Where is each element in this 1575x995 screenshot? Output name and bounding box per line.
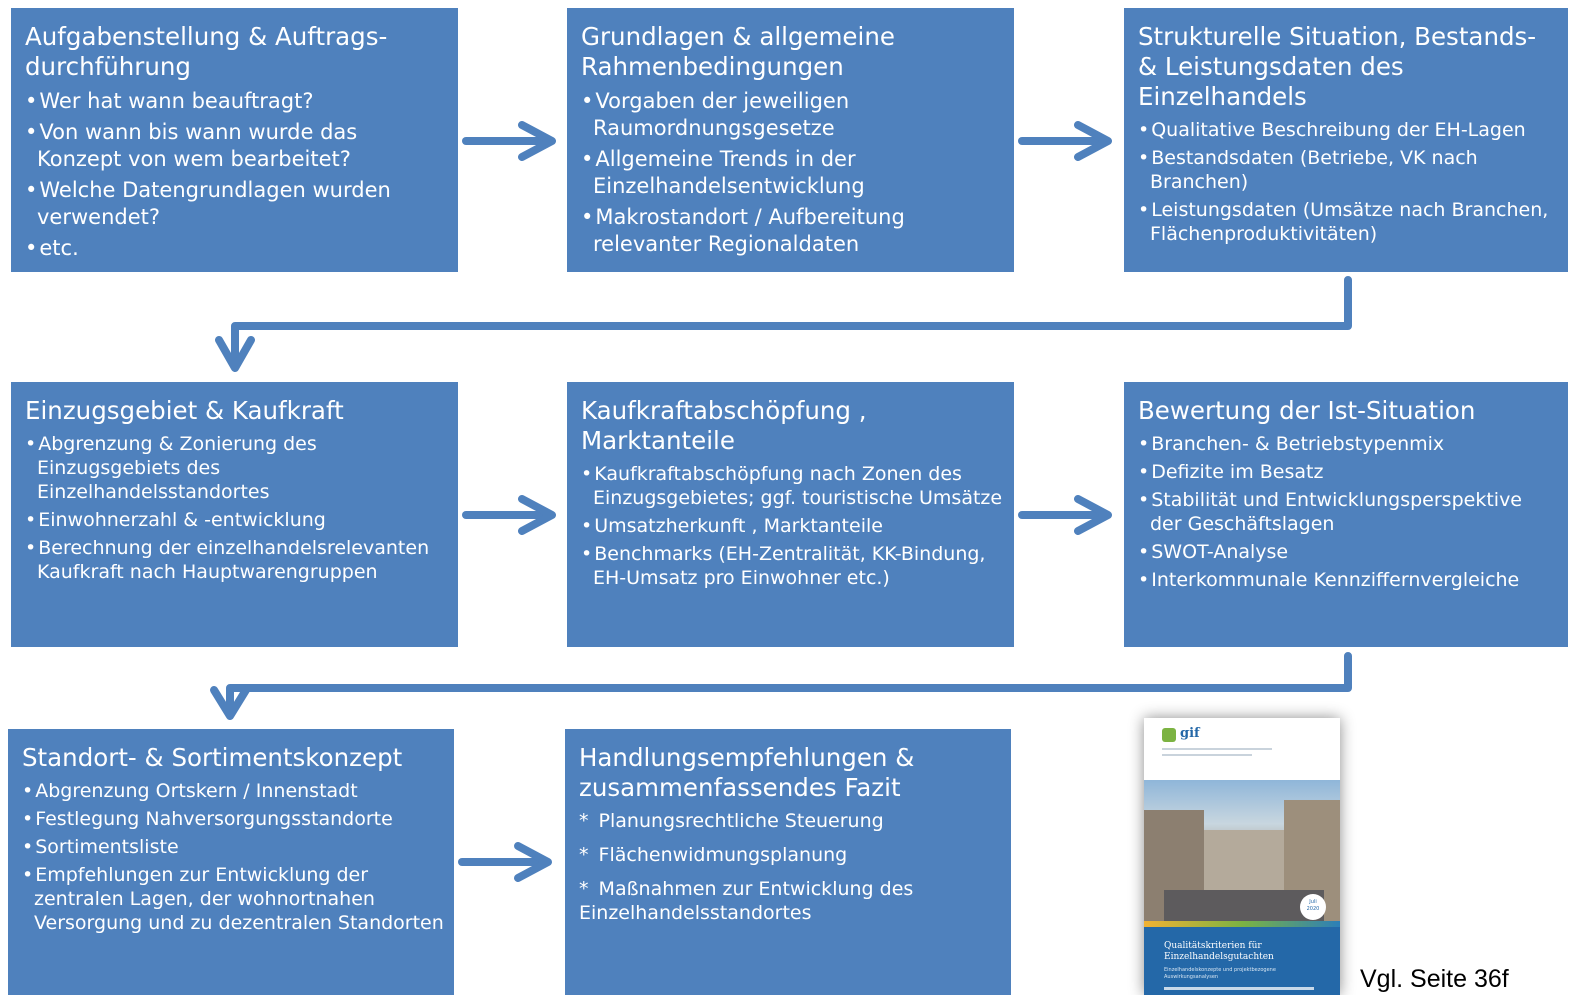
box-list: Qualitative Beschreibung der EH-Lagen Be… (1138, 118, 1558, 246)
list-item: Empfehlungen zur Entwicklung der zentral… (22, 863, 444, 935)
arrow-2-to-3 (1018, 121, 1112, 161)
box-kaufkraftabschoepfung: Kaufkraftabschöpfung , Marktanteile Kauf… (567, 382, 1014, 647)
box-standortkonzept: Standort- & Sortimentskonzept Abgrenzung… (8, 729, 454, 995)
list-item: Leistungsdaten (Umsätze nach Branchen, F… (1138, 198, 1558, 246)
list-item: Benchmarks (EH-Zentralität, KK-Bindung, … (581, 542, 1004, 590)
box-title: Handlungsempfehlungen & zusammenfassende… (579, 743, 915, 802)
box-title: Aufgabenstellung & Auftrags-durchführung (25, 22, 388, 81)
list-item: Berechnung der einzelhandelsrelevanten K… (25, 536, 448, 584)
footnote-reference: Vgl. Seite 36f (1360, 965, 1509, 993)
box-list: Abgrenzung Ortskern / Innenstadt Festleg… (22, 779, 444, 935)
box-title: Bewertung der Ist-Situation (1138, 396, 1476, 425)
arrow-4-to-5 (462, 495, 556, 535)
box-title: Grundlagen & allgemeine Rahmenbedingunge… (581, 22, 895, 81)
list-item: Planungsrechtliche Steuerung (579, 809, 1001, 833)
box-aufgabenstellung: Aufgabenstellung & Auftrags-durchführung… (11, 8, 458, 272)
list-item: Defizite im Besatz (1138, 460, 1558, 484)
list-item: Allgemeine Trends in der Einzelhandelsen… (581, 146, 1004, 200)
box-strukturelle-situation: Strukturelle Situation, Bestands- & Leis… (1124, 8, 1568, 272)
box-title: Einzugsgebiet & Kaufkraft (25, 396, 344, 425)
box-list: Branchen- & Betriebstypenmix Defizite im… (1138, 432, 1558, 592)
list-item: Stabilität und Entwicklungsperspektive d… (1138, 488, 1558, 536)
cover-subtitle: Einzelhandelskonzepte und projektbezogen… (1164, 967, 1276, 980)
list-item: Abgrenzung & Zonierung des Einzugsgebiet… (25, 432, 448, 504)
arrow-3-to-4 (215, 276, 1352, 372)
arrow-7-to-8 (458, 842, 552, 882)
list-item: Bestandsdaten (Betriebe, VK nach Branche… (1138, 146, 1558, 194)
box-title: Kaufkraftabschöpfung , Marktanteile (581, 396, 867, 455)
list-item: Vorgaben der jeweiligen Raumordnungsgese… (581, 88, 1004, 142)
list-item: Branchen- & Betriebstypenmix (1138, 432, 1558, 456)
box-einzugsgebiet: Einzugsgebiet & Kaufkraft Abgrenzung & Z… (11, 382, 458, 647)
gif-logo-icon (1162, 728, 1176, 742)
list-item: Flächenwidmungsplanung (579, 843, 1001, 867)
cover-color-stripe (1144, 921, 1340, 927)
list-item: Einwohnerzahl & -entwicklung (25, 508, 448, 532)
list-item: Sortimentsliste (22, 835, 444, 859)
box-handlungsempfehlungen: Handlungsempfehlungen & zusammenfassende… (565, 729, 1011, 995)
box-grundlagen: Grundlagen & allgemeine Rahmenbedingunge… (567, 8, 1014, 272)
box-bewertung: Bewertung der Ist-Situation Branchen- & … (1124, 382, 1568, 647)
list-item: Wer hat wann beauftragt? (25, 88, 448, 115)
cover-logo-text: gif (1180, 726, 1200, 741)
badge-month: Juli (1309, 899, 1317, 905)
list-item: SWOT-Analyse (1138, 540, 1558, 564)
list-item: Festlegung Nahversorgungsstandorte (22, 807, 444, 831)
cover-date-badge: Juli 2020 (1300, 894, 1326, 920)
arrow-5-to-6 (1018, 495, 1112, 535)
list-item: etc. (25, 235, 448, 262)
badge-year: 2020 (1306, 906, 1320, 912)
arrow-1-to-2 (462, 121, 556, 161)
list-item: Welche Datengrundlagen wurden verwendet? (25, 177, 448, 231)
cover-title-area: Qualitätskriterien für Einzelhandelsguta… (1144, 927, 1340, 995)
list-item: Abgrenzung Ortskern / Innenstadt (22, 779, 444, 803)
list-item: Interkommunale Kennziffernvergleiche (1138, 568, 1558, 592)
box-title: Strukturelle Situation, Bestands- & Leis… (1138, 22, 1537, 111)
list-item: Maßnahmen zur Entwicklung des Einzelhand… (579, 877, 1001, 925)
cover-title: Qualitätskriterien für Einzelhandelsguta… (1164, 941, 1274, 962)
list-item: Qualitative Beschreibung der EH-Lagen (1138, 118, 1558, 142)
list-item: Kaufkraftabschöpfung nach Zonen des Einz… (581, 462, 1004, 510)
report-cover-thumbnail: gif Juli 2020 Qualitätskriterien für Ein… (1144, 718, 1340, 995)
cover-header: gif (1144, 718, 1340, 780)
box-title: Standort- & Sortimentskonzept (22, 743, 403, 772)
box-list: Wer hat wann beauftragt? Von wann bis wa… (25, 88, 448, 262)
box-list: Vorgaben der jeweiligen Raumordnungsgese… (581, 88, 1004, 258)
box-list: Kaufkraftabschöpfung nach Zonen des Einz… (581, 462, 1004, 590)
arrow-6-to-7 (210, 652, 1352, 720)
list-item: Von wann bis wann wurde das Konzept von … (25, 119, 448, 173)
box-list: Planungsrechtliche Steuerung Flächenwidm… (579, 809, 1001, 925)
list-item: Makrostandort / Aufbereitung relevanter … (581, 204, 1004, 258)
list-item: Umsatzherkunft , Marktanteile (581, 514, 1004, 538)
box-list: Abgrenzung & Zonierung des Einzugsgebiet… (25, 432, 448, 584)
